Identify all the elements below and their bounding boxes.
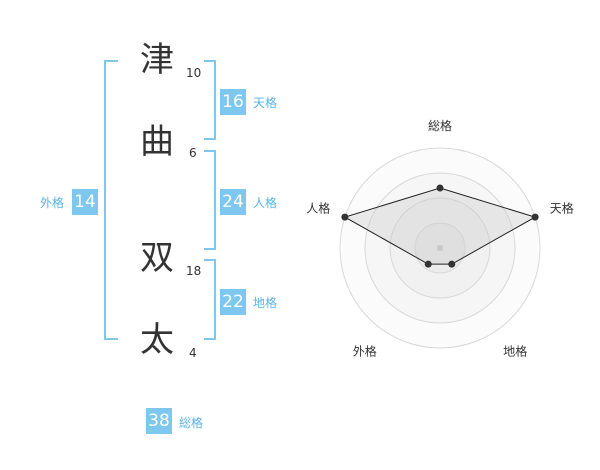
tenkaku-bracket xyxy=(204,60,216,140)
radar-axis-label-5: 人格 xyxy=(306,200,330,215)
soukaku-label: 総格 xyxy=(179,416,204,430)
name-char-3: 双 xyxy=(140,238,174,278)
chikaku-label: 地格 xyxy=(253,296,278,310)
radar-point-5 xyxy=(341,213,349,221)
name-char-1: 津 xyxy=(140,40,174,80)
jinkaku-bracket xyxy=(204,150,216,250)
tenkaku-label: 天格 xyxy=(253,96,278,110)
radar-point-4 xyxy=(424,260,432,268)
radar-axis-label-2: 天格 xyxy=(550,200,574,215)
gaikaku-value-badge: 14 xyxy=(72,189,98,215)
stroke-count-2: 6 xyxy=(189,146,197,160)
radar-series-polygon xyxy=(343,187,537,265)
chikaku-value-badge: 22 xyxy=(220,289,246,315)
radar-axis-label-1: 総格 xyxy=(428,118,452,133)
chikaku-bracket xyxy=(204,259,216,340)
radar-point-1 xyxy=(436,184,444,192)
radar-axis-label-4: 外格 xyxy=(353,344,377,359)
name-char-2: 曲 xyxy=(140,122,174,162)
tenkaku-value-badge: 16 xyxy=(220,89,246,115)
name-char-4: 太 xyxy=(140,320,174,360)
radar-point-2 xyxy=(531,213,539,221)
gaikaku-bracket xyxy=(104,60,118,340)
stroke-count-4: 4 xyxy=(189,346,197,360)
stroke-count-1: 10 xyxy=(186,66,202,80)
radar-point-3 xyxy=(448,260,456,268)
soukaku-value-badge: 38 xyxy=(146,408,172,434)
gaikaku-label: 外格 xyxy=(40,196,65,210)
jinkaku-label: 人格 xyxy=(253,196,278,210)
radar-center-dot xyxy=(437,245,443,251)
stroke-count-3: 18 xyxy=(186,264,202,278)
radar-axis-label-3: 地格 xyxy=(503,344,527,359)
jinkaku-value-badge: 24 xyxy=(220,189,246,215)
